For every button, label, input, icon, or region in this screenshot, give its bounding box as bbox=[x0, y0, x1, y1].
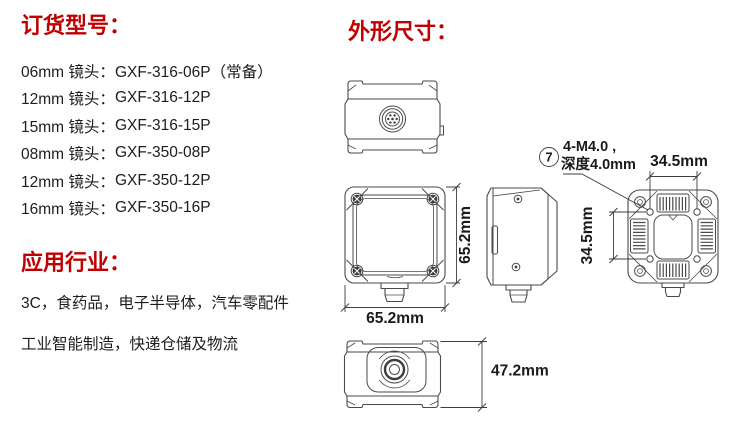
hole-spacing-horizontal-label: 34.5mm bbox=[650, 153, 708, 170]
callout-line2: 深度4.0mm bbox=[561, 155, 636, 173]
ordering-section-title: 订货型号： bbox=[21, 13, 132, 38]
rear-view-drawing bbox=[627, 189, 719, 298]
hole-spacing-vertical-dimension: 34.5mm bbox=[579, 207, 646, 265]
corner-screw-icon bbox=[426, 264, 440, 278]
dimension-drawings: 65.2mm 65.2mm bbox=[340, 80, 719, 412]
applications-section-title: 应用行业： bbox=[21, 250, 132, 275]
applications-line: 3C，食药品，电子半导体，汽车零配件 bbox=[21, 295, 289, 312]
top-view-drawing bbox=[343, 340, 442, 409]
callout-line1: 4-M4.0 , bbox=[563, 139, 616, 155]
ordering-model-list: 06mm 镜头： GXF-316-06P（常备） 12mm 镜头： GXF-31… bbox=[21, 57, 273, 222]
ordering-item: 16mm 镜头： GXF-350-16P bbox=[21, 195, 273, 223]
depth-label: 47.2mm bbox=[491, 363, 549, 380]
lens-label: 06mm 镜头： bbox=[21, 63, 115, 81]
front-height-label: 65.2mm bbox=[457, 206, 474, 264]
hole-spacing-horizontal-dimension: 34.5mm bbox=[645, 153, 708, 209]
side-view-drawing bbox=[486, 187, 558, 303]
corner-screw-icon bbox=[426, 192, 440, 206]
front-view-drawing bbox=[344, 186, 446, 303]
hole-spacing-vertical-label: 34.5mm bbox=[579, 207, 596, 265]
corner-screw-icon bbox=[350, 264, 364, 278]
thread-callout: 7 4-M4.0 , 深度4.0mm bbox=[539, 139, 649, 211]
model-number: GXF-316-06P（常备） bbox=[115, 63, 273, 81]
lens-label: 12mm 镜头： bbox=[21, 173, 115, 191]
lens-label: 16mm 镜头： bbox=[21, 201, 115, 219]
ordering-item: 08mm 镜头： GXF-350-08P bbox=[21, 140, 273, 168]
connector-view-drawing bbox=[344, 80, 444, 154]
front-width-label: 65.2mm bbox=[366, 310, 424, 327]
ordering-item: 06mm 镜头： GXF-316-06P（常备） bbox=[21, 57, 273, 85]
ordering-item: 15mm 镜头： GXF-316-15P bbox=[21, 112, 273, 140]
model-number: GXF-316-15P bbox=[115, 116, 211, 134]
front-width-dimension: 65.2mm bbox=[340, 285, 450, 327]
model-number: GXF-316-12P bbox=[115, 89, 211, 107]
front-height-dimension: 65.2mm bbox=[446, 182, 474, 288]
ordering-item: 12mm 镜头： GXF-316-12P bbox=[21, 85, 273, 113]
depth-dimension: 47.2mm bbox=[440, 337, 549, 412]
lens-label: 12mm 镜头： bbox=[21, 91, 115, 109]
lens-label: 08mm 镜头： bbox=[21, 146, 115, 164]
model-number: GXF-350-12P bbox=[115, 171, 211, 189]
dimensions-section-title: 外形尺寸： bbox=[348, 19, 459, 44]
corner-screw-icon bbox=[350, 192, 364, 206]
ordering-item: 12mm 镜头： GXF-350-12P bbox=[21, 167, 273, 195]
model-number: GXF-350-08P bbox=[115, 144, 211, 162]
applications-line: 工业智能制造，快递仓储及物流 bbox=[21, 336, 239, 353]
callout-number: 7 bbox=[545, 150, 552, 165]
lens-label: 15mm 镜头： bbox=[21, 118, 115, 136]
model-number: GXF-350-16P bbox=[115, 199, 211, 217]
